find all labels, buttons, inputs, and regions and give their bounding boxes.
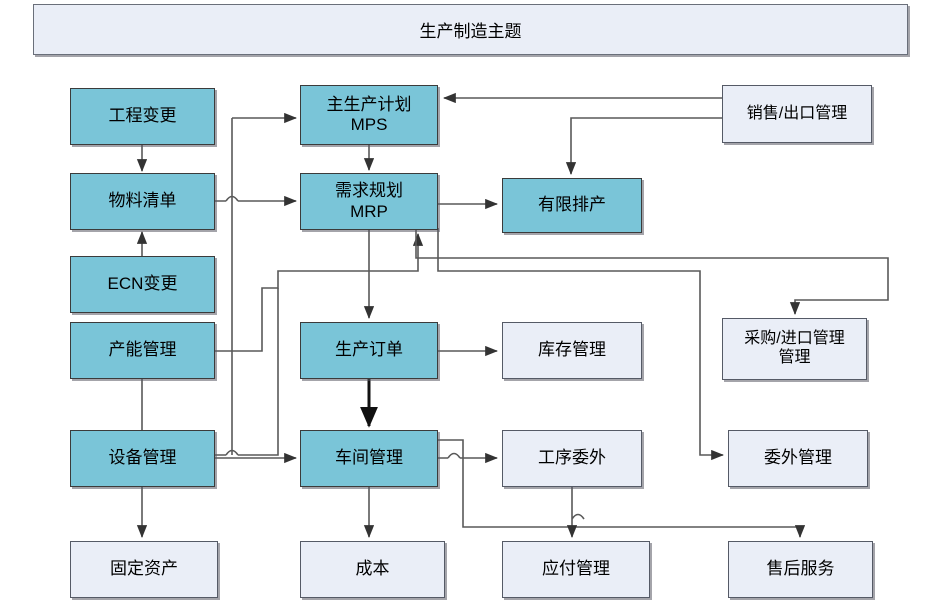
node-label: 生产订单 [335, 340, 403, 360]
node-label: 产能管理 [108, 340, 177, 360]
node-ecn-change[interactable]: ECN变更 [70, 256, 215, 313]
node-purchase-import-management[interactable]: 采购/进口管理 管理 [722, 318, 867, 380]
node-inventory-management[interactable]: 库存管理 [502, 322, 642, 379]
node-production-order[interactable]: 生产订单 [300, 322, 438, 379]
node-label: 库存管理 [538, 340, 606, 360]
node-label: 固定资产 [110, 559, 178, 579]
node-label: 采购/进口管理 管理 [744, 330, 845, 366]
node-bom[interactable]: 物料清单 [70, 173, 215, 230]
node-after-sales-service[interactable]: 售后服务 [728, 541, 873, 598]
node-sales-export[interactable]: 销售/出口管理 [722, 85, 872, 143]
node-label: 委外管理 [764, 448, 832, 468]
node-outsourcing-management[interactable]: 委外管理 [728, 430, 868, 487]
node-equipment-management[interactable]: 设备管理 [70, 430, 215, 487]
node-label: 有限排产 [538, 195, 606, 215]
node-fixed-assets[interactable]: 固定资产 [70, 541, 218, 598]
node-mrp[interactable]: 需求规划 MRP [300, 173, 438, 230]
node-label: 设备管理 [108, 448, 177, 468]
node-mps[interactable]: 主生产计划 MPS [300, 85, 438, 145]
node-label: 销售/出口管理 [746, 104, 848, 122]
node-workshop-management[interactable]: 车间管理 [300, 430, 438, 487]
page-title: 生产制造主题 [419, 22, 522, 41]
node-cost[interactable]: 成本 [300, 541, 445, 598]
node-label: 成本 [355, 559, 390, 579]
node-label: 车间管理 [335, 448, 403, 468]
node-process-outsourcing[interactable]: 工序委外 [502, 430, 642, 487]
diagram-title-bar: 生产制造主题 [33, 4, 908, 55]
node-eng-change[interactable]: 工程变更 [70, 88, 215, 145]
node-finite-scheduling[interactable]: 有限排产 [502, 178, 642, 233]
node-label: 工程变更 [108, 106, 177, 126]
node-label: 主生产计划 MPS [326, 94, 412, 134]
node-label: 物料清单 [108, 191, 177, 211]
node-label: 应付管理 [542, 559, 610, 579]
node-label: 售后服务 [766, 559, 835, 579]
node-label: 需求规划 MRP [335, 181, 403, 221]
node-label: 工序委外 [538, 448, 606, 468]
node-capacity-management[interactable]: 产能管理 [70, 322, 215, 379]
node-payable-management[interactable]: 应付管理 [502, 541, 650, 598]
node-label: ECN变更 [107, 274, 178, 294]
